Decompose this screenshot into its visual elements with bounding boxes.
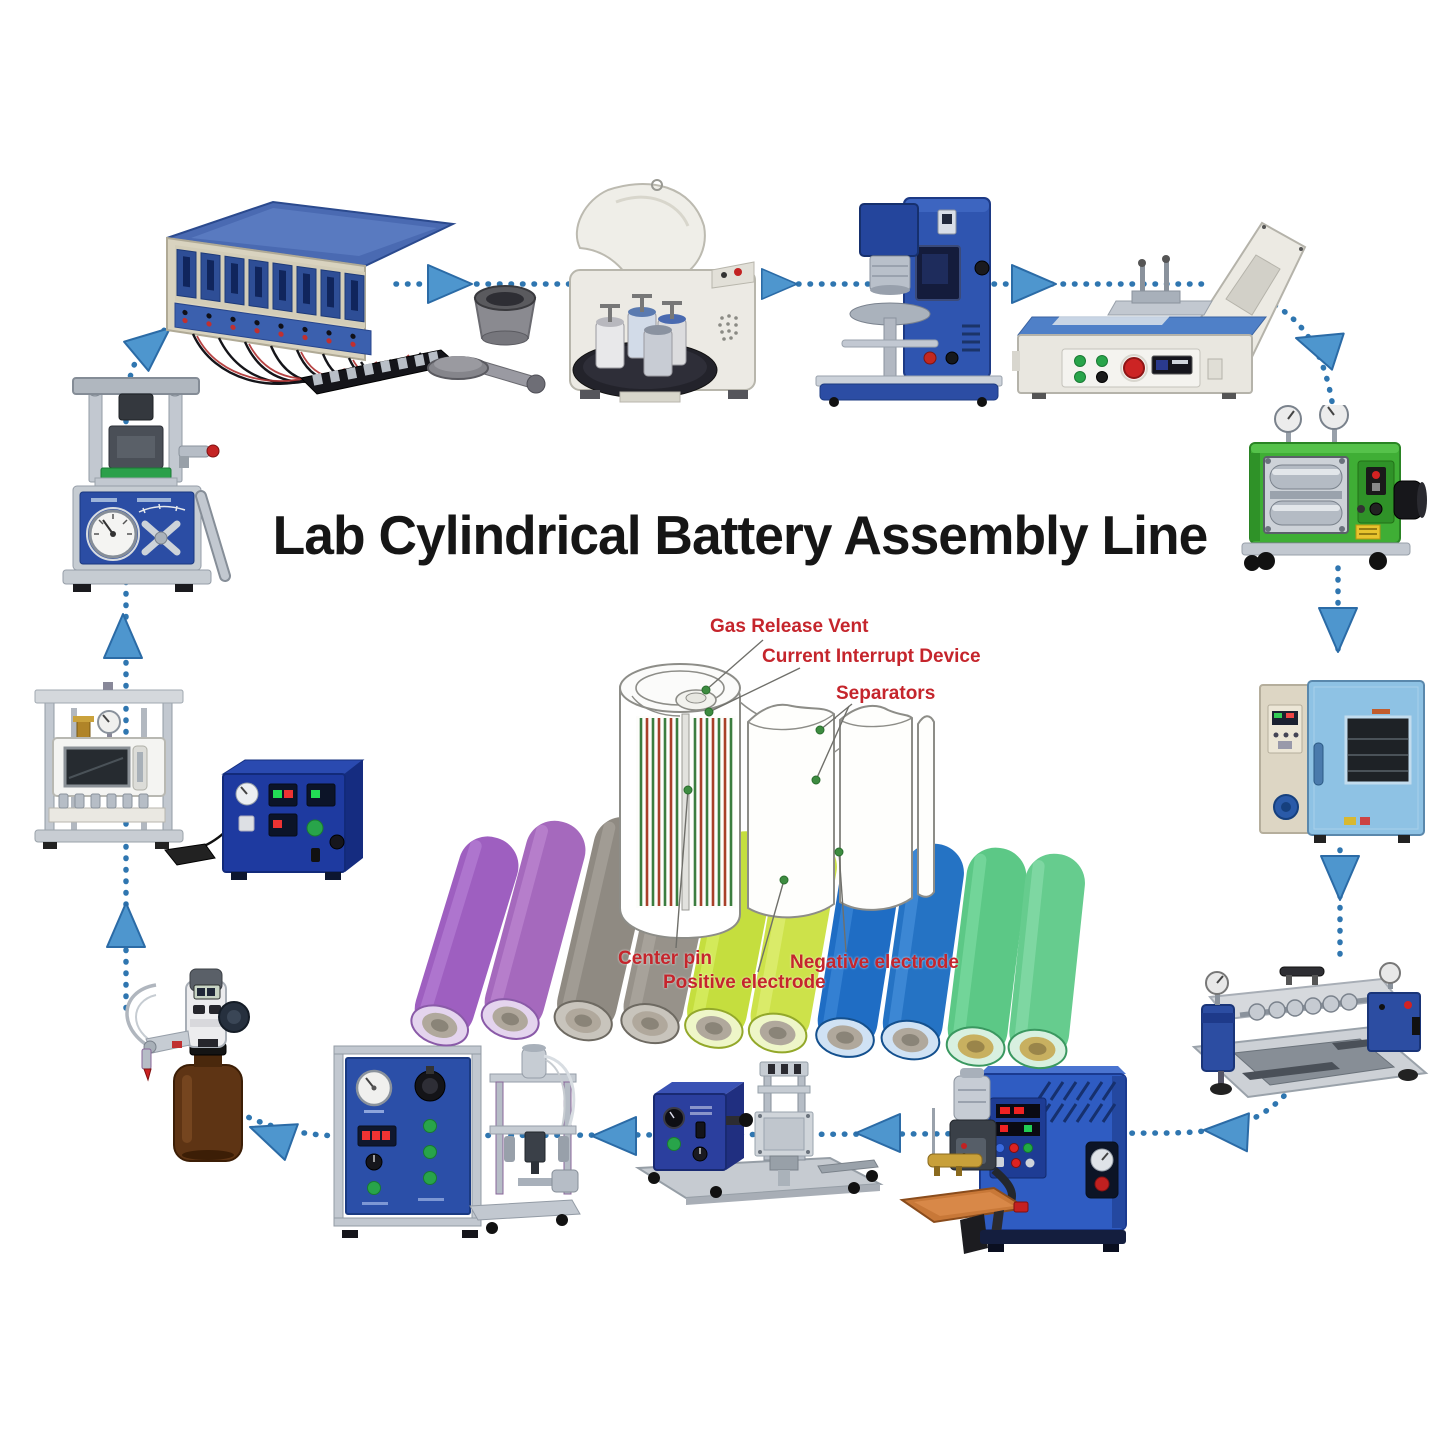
label-gas-release-vent: Gas Release Vent (710, 616, 869, 637)
outer-sheet (917, 715, 935, 898)
arrowhead (103, 613, 143, 659)
battery-cell-purple (410, 836, 519, 1047)
film-coater-illustration (1012, 221, 1307, 399)
milling-jars (595, 294, 687, 377)
oven-handle (1313, 742, 1324, 786)
clamp-tool-accessory (427, 356, 546, 394)
arrowhead (427, 264, 473, 304)
label-center-pin: Center pin (618, 948, 712, 969)
vacuum-sealing-chamber-illustration (34, 682, 365, 880)
planetary-ball-mill-illustration (427, 179, 756, 403)
arrowhead (1295, 332, 1345, 371)
battery-cell-purple (480, 820, 586, 1040)
slitter-handle (1279, 966, 1325, 977)
slitting-machine-illustration (1191, 962, 1429, 1099)
separator-sheet (839, 704, 913, 911)
channel-bay (174, 245, 372, 356)
battery-cutaway-diagram (619, 663, 935, 940)
wound-electrode-layers (636, 713, 736, 911)
electrolyte-filling-machine-illustration (333, 1044, 581, 1238)
electrolyte-dispenser-illustration (125, 968, 250, 1162)
arrowhead (1203, 1112, 1250, 1153)
winding-machine-illustration (634, 1061, 884, 1205)
rolling-press-illustration (1241, 405, 1427, 571)
crimper-lever (197, 492, 229, 580)
arrowhead (1011, 264, 1057, 304)
diagram-title: Lab Cylindrical Battery Assembly Line (272, 504, 1209, 566)
arrowhead (123, 327, 171, 372)
vacuum-mixer-illustration (815, 197, 1003, 407)
battery-cell-green (945, 847, 1027, 1067)
crimping-machine-illustration (62, 377, 231, 592)
drying-oven-illustration (1259, 680, 1425, 843)
foot-pedal (164, 843, 216, 866)
label-positive-electrode: Positive electrode (663, 972, 826, 993)
arrowhead (760, 267, 798, 301)
center-pin-graphic (681, 713, 690, 911)
arrowhead (249, 1123, 299, 1161)
slitter-blades (1248, 993, 1358, 1021)
dial-gauge (1319, 405, 1349, 430)
filler-motor (551, 1169, 579, 1193)
spot-welder-illustration (899, 1066, 1127, 1254)
arrowhead (106, 902, 146, 948)
welding-electrode-arm (927, 1153, 983, 1168)
label-current-interrupt-device: Current Interrupt Device (762, 646, 981, 667)
arrowhead (591, 1116, 637, 1156)
crimper-hand-wheel (141, 520, 181, 556)
arrowhead (855, 1113, 901, 1153)
arrowhead (1318, 607, 1358, 653)
battery-cell-green (1007, 853, 1085, 1070)
cap-assembly (619, 663, 741, 717)
label-separators: Separators (836, 683, 936, 704)
emergency-stop-button (1123, 357, 1145, 379)
electrode-sheet (747, 703, 835, 919)
arrowhead (1320, 855, 1360, 901)
battery-analyzer-illustration (166, 200, 459, 395)
crimper-cylinder (118, 393, 154, 421)
milling-jar-accessory (473, 285, 537, 346)
label-negative-electrode: Negative electrode (790, 952, 959, 973)
